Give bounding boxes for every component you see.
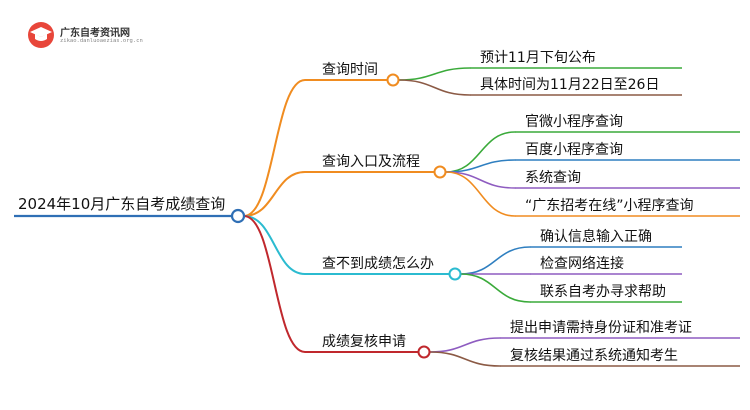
branch-connector (243, 79, 306, 217)
leaf-connector (398, 79, 471, 96)
leaf-connector (429, 337, 501, 353)
branch-node-circle (386, 73, 400, 87)
leaf-label: 联系自考办寻求帮助 (540, 284, 666, 300)
leaf-label: 检查网络连接 (540, 255, 624, 272)
leaf-connector (460, 246, 531, 275)
branch-connector (243, 215, 306, 353)
leaf-label: 具体时间为11月22日至26日 (480, 77, 659, 93)
root-node-circle (230, 208, 246, 224)
branch-node-circle (433, 165, 447, 179)
leaf-label: 确认信息输入正确 (540, 228, 652, 245)
leaf-label: “广东招考在线”小程序查询 (525, 198, 694, 214)
leaf-label: 官微小程序查询 (525, 114, 623, 130)
leaf-label: 复核结果通过系统通知考生 (510, 347, 678, 364)
leaf-label: 预计11月下旬公布 (480, 50, 596, 66)
leaf-label: 系统查询 (525, 170, 581, 186)
leaf-connector (398, 67, 471, 81)
leaf-connector (445, 171, 516, 217)
branch-label: 查不到成绩怎么办 (322, 256, 434, 272)
branch-label: 查询时间 (322, 62, 378, 78)
branch-label: 查询入口及流程 (322, 154, 420, 170)
branch-connector (243, 215, 306, 275)
leaf-connector (429, 351, 501, 367)
branch-label: 成绩复核申请 (322, 333, 406, 350)
root-label: 2024年10月广东自考成绩查询 (18, 195, 225, 213)
site-logo: 广东自考资讯网 zikao.danluoaezias.org.cn (26, 20, 176, 54)
leaf-label: 提出申请需持身份证和准考证 (510, 320, 692, 336)
logo-subtitle: zikao.danluoaezias.org.cn (60, 38, 143, 44)
branch-connector (243, 171, 306, 217)
branch-node-circle (417, 345, 431, 359)
graduation-cap-icon (28, 22, 54, 48)
leaf-label: 百度小程序查询 (525, 142, 623, 158)
leaf-connector (445, 131, 516, 173)
leaf-connector (445, 171, 516, 189)
logo-title: 广东自考资讯网 (60, 28, 130, 39)
branch-node-circle (448, 267, 462, 281)
leaf-connector (460, 273, 531, 303)
